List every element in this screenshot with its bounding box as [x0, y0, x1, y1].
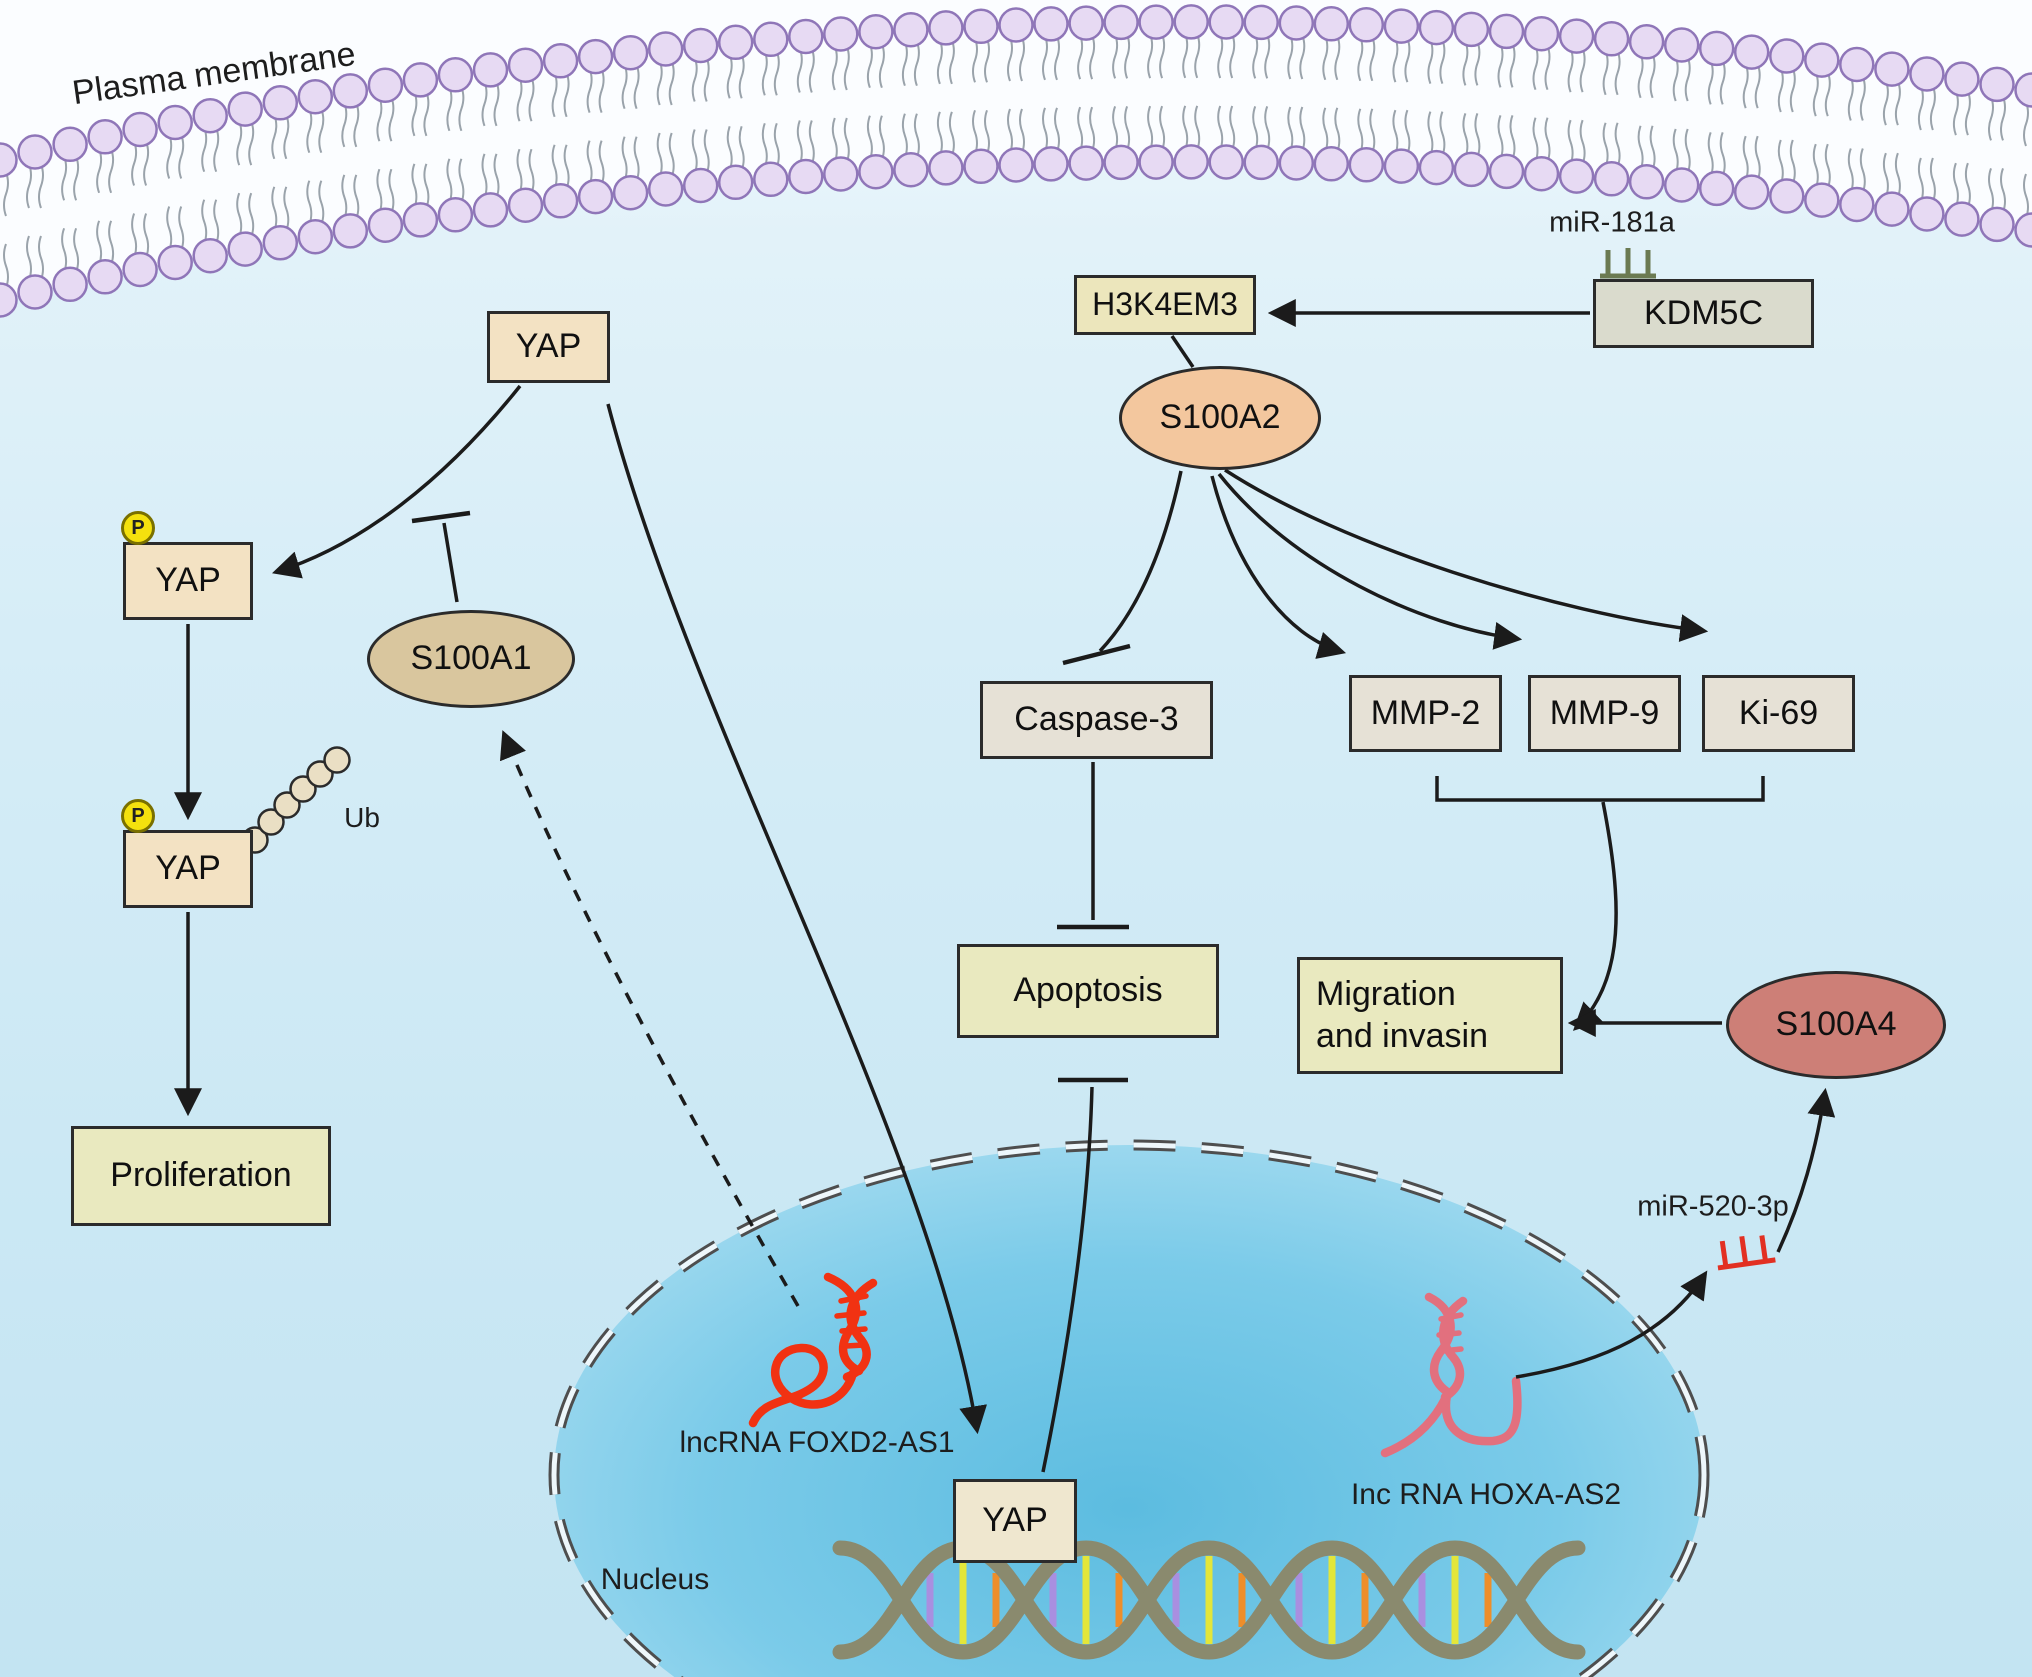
line-h3k4em3-to-s100a2 — [1170, 335, 1195, 368]
node-s100a1: S100A1 — [367, 610, 575, 708]
inhibit-caspase3-apoptosis — [1057, 762, 1129, 930]
nucleus-label: Nucleus — [600, 1563, 710, 1596]
node-proliferation: Proliferation — [71, 1126, 331, 1226]
mir-520-3p-icon — [1717, 1235, 1776, 1271]
node-s100a4: S100A4 — [1726, 971, 1946, 1079]
node-label: MMP-9 — [1549, 693, 1660, 732]
node-label: KDM5C — [1643, 293, 1764, 332]
node-label: Migration and invasin — [1316, 975, 1489, 1055]
node-yap-phospho: YAP — [123, 542, 253, 620]
node-label: Apoptosis — [1013, 971, 1163, 1010]
node-migration-invasion: Migration and invasin — [1297, 957, 1563, 1074]
node-label: YAP — [982, 1501, 1048, 1540]
arrow-yap-phosphorylation — [271, 384, 522, 579]
plasma-membrane-lipids — [0, 4, 2032, 318]
lncrna-hoxa-label: Inc RNA HOXA-AS2 — [1350, 1478, 1622, 1511]
node-label: S100A1 — [410, 639, 532, 678]
node-h3k4em3: H3K4EM3 — [1074, 275, 1256, 335]
node-label: YAP — [515, 327, 582, 366]
node-yap-ubiquitinated: YAP — [123, 830, 253, 908]
mir-181a-icon — [1600, 248, 1656, 279]
arrow-foxd2-to-s100a1-dashed — [499, 730, 800, 1307]
node-caspase3: Caspase-3 — [980, 681, 1213, 759]
node-mmp2: MMP-2 — [1349, 675, 1502, 752]
mir-520-3p-label: miR-520-3p — [1637, 1190, 1789, 1223]
arrow-yap-to-nucleus — [606, 403, 987, 1435]
inhibit-nucyap-apoptosis — [1041, 1077, 1128, 1473]
dna-rungs-yellow — [959, 1556, 1459, 1644]
node-label: MMP-2 — [1370, 693, 1481, 732]
dna-strand-a — [832, 1540, 1586, 1660]
node-s100a2: S100A2 — [1119, 366, 1321, 470]
node-label: H3K4EM3 — [1092, 286, 1238, 323]
node-label: Caspase-3 — [1014, 700, 1179, 739]
bracket-mmp-group — [1435, 776, 1765, 802]
ubiquitin-chain-icon — [241, 746, 351, 854]
lncrna-hoxa-icon — [1380, 1292, 1522, 1458]
dna-rungs-purple — [926, 1573, 1426, 1627]
node-label: YAP — [155, 561, 221, 600]
node-ki69: Ki-69 — [1702, 675, 1855, 752]
dna-rungs-orange — [992, 1573, 1492, 1627]
node-label: S100A4 — [1775, 1005, 1897, 1044]
node-mmp9: MMP-9 — [1528, 675, 1681, 752]
arrow-bracket-to-migration — [1572, 801, 1618, 1031]
arrow-s100a2-mmp9 — [1217, 472, 1523, 650]
ubiquitin-label: Ub — [344, 802, 380, 833]
lncrna-foxd2-label: lncRNA FOXD2-AS1 — [679, 1426, 955, 1459]
node-label: S100A2 — [1159, 398, 1281, 437]
nucleus — [548, 1139, 1710, 1677]
node-kdm5c: KDM5C — [1593, 279, 1814, 348]
arrow-hoxa-to-mir520 — [1515, 1270, 1708, 1379]
phospho-icon: P — [121, 799, 155, 833]
inhibit-s100a1-yap — [411, 510, 471, 603]
arrow-mir520-to-s100a4 — [1776, 1087, 1836, 1253]
lncrna-foxd2-icon — [748, 1272, 878, 1428]
mir-181a-label: miR-181a — [1549, 206, 1675, 239]
arrow-s100a2-mmp2 — [1210, 475, 1347, 659]
node-label: Proliferation — [110, 1156, 292, 1195]
pathway-arrows — [174, 299, 1836, 1473]
inhibit-s100a2-caspase3 — [1062, 470, 1183, 666]
node-yap-membrane: YAP — [487, 311, 610, 383]
phospho-icon: P — [121, 511, 155, 545]
node-apoptosis: Apoptosis — [957, 944, 1219, 1038]
node-label: Ki-69 — [1738, 693, 1819, 732]
node-yap-nuclear: YAP — [953, 1479, 1077, 1563]
node-label: YAP — [155, 849, 221, 888]
arrow-s100a2-ki69 — [1224, 468, 1709, 643]
